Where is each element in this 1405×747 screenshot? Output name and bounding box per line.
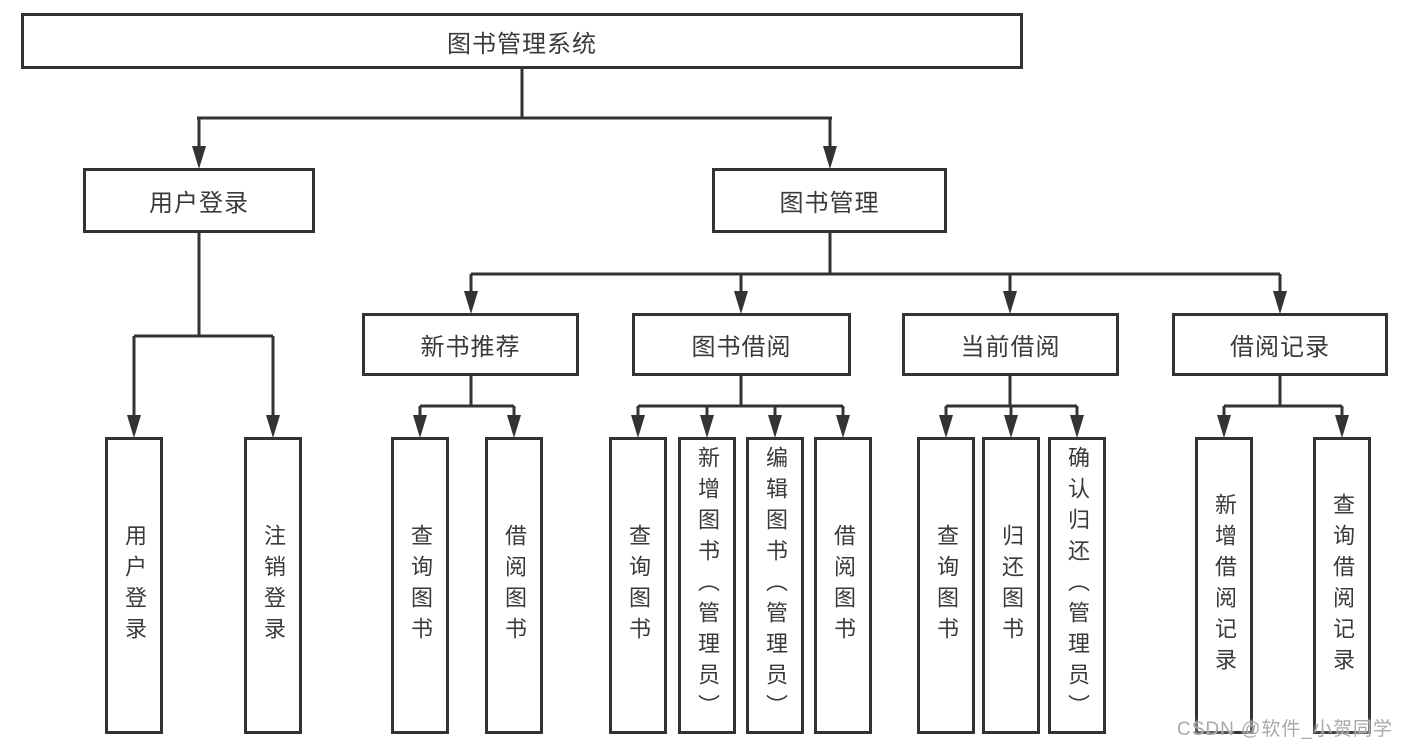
leaf-confirm-return-admin: 确认归还（管理员） (1048, 437, 1106, 734)
leaf-edit-book-admin: 编辑图书（管理员） (746, 437, 804, 734)
arrowhead-icons (127, 146, 1349, 438)
leaf-add-book-admin: 新增图书（管理员） (678, 437, 736, 734)
node-user-login: 用户登录 (83, 168, 315, 233)
watermark: CSDN @软件_小贺同学 (1177, 719, 1393, 740)
node-borrow-records: 借阅记录 (1172, 313, 1388, 376)
leaf-borrow-query-book: 查询图书 (609, 437, 667, 734)
node-new-book-recommend: 新书推荐 (362, 313, 579, 376)
leaf-query-borrow-record: 查询借阅记录 (1313, 437, 1371, 734)
leaf-current-query-book: 查询图书 (917, 437, 975, 734)
leaf-logout: 注销登录 (244, 437, 302, 734)
node-current-borrow: 当前借阅 (902, 313, 1119, 376)
leaf-return-book: 归还图书 (982, 437, 1040, 734)
leaf-recommend-borrow-book: 借阅图书 (485, 437, 543, 734)
node-book-management: 图书管理 (712, 168, 947, 233)
leaf-user-login: 用户登录 (105, 437, 163, 734)
node-book-borrow: 图书借阅 (632, 313, 851, 376)
leaf-recommend-query-book: 查询图书 (391, 437, 449, 734)
leaf-add-borrow-record: 新增借阅记录 (1195, 437, 1253, 734)
node-library-system: 图书管理系统 (21, 13, 1023, 69)
leaf-borrow-book: 借阅图书 (814, 437, 872, 734)
